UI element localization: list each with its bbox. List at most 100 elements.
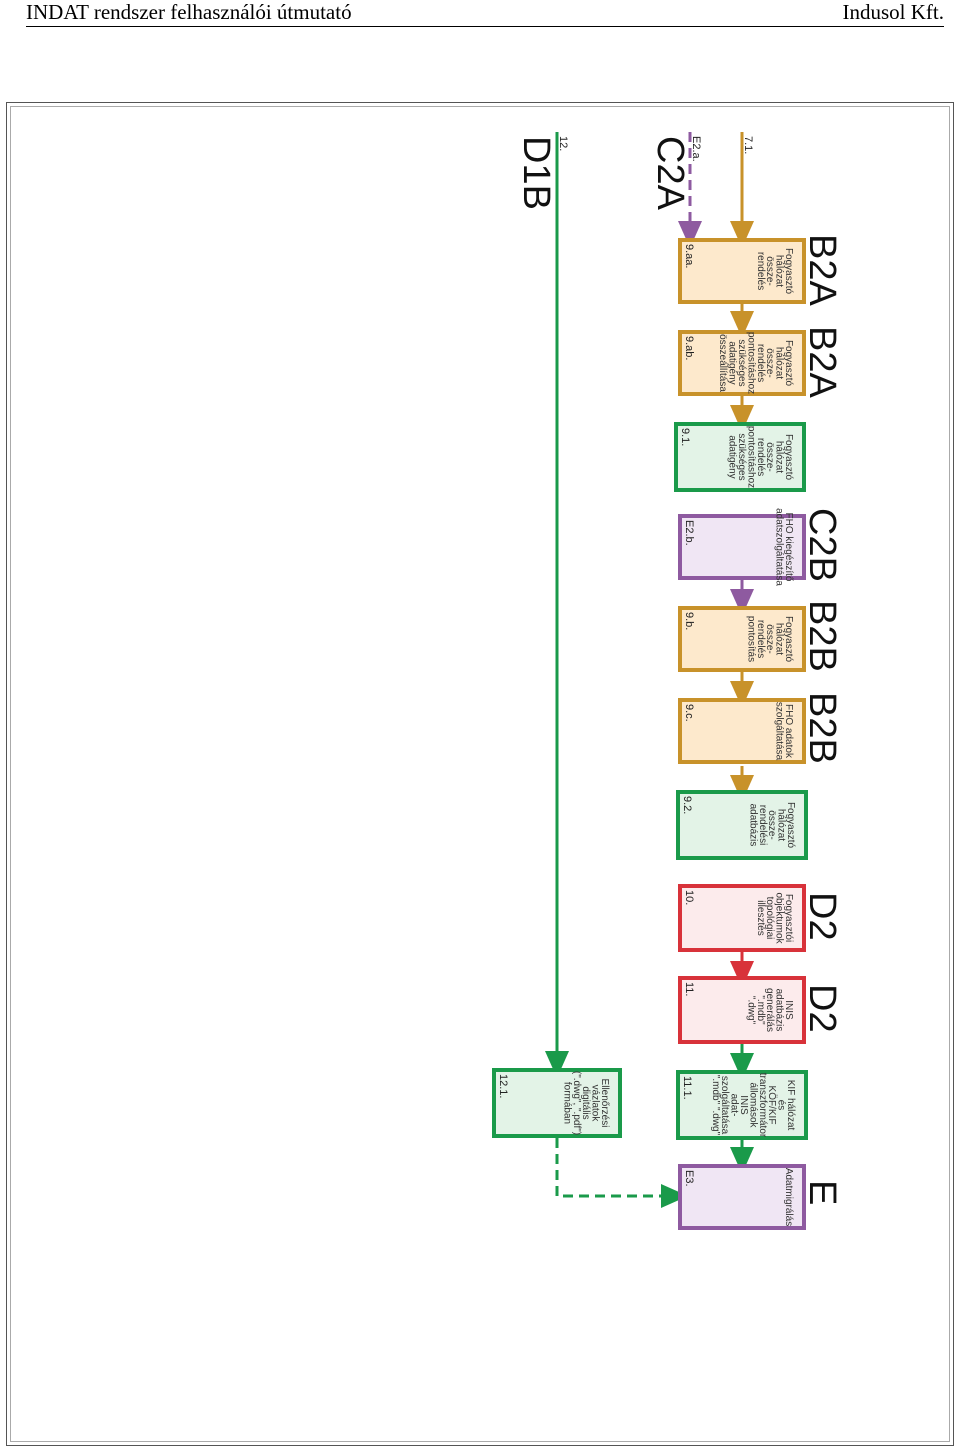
process-box-text: Fogyasztó — [783, 248, 794, 295]
process-box-text: illesztés — [755, 900, 766, 936]
process-box-text: hálózat — [774, 347, 785, 379]
process-box-id: E3. — [683, 1170, 695, 1187]
process-box-text: össze- — [764, 348, 775, 377]
process-box-id: E2.b. — [683, 520, 695, 546]
process-box-text: Fogyasztó — [783, 616, 794, 663]
diagram-frame — [6, 102, 954, 1446]
process-box-frame — [678, 330, 806, 396]
process-box-text: összeállítása — [717, 334, 728, 392]
process-box: Fogyasztóhálózatössze-rendelésiadatbázis… — [676, 790, 808, 860]
process-box-frame — [678, 976, 806, 1044]
process-box-text: FHO kiegészítő — [783, 513, 794, 582]
line-tag-e2a: E2.a. — [690, 136, 702, 162]
process-box-id: 9.1. — [679, 428, 691, 446]
connectors — [545, 132, 754, 1208]
process-box-text: Fogyasztó — [783, 340, 794, 387]
company-name: Indusol Kft. — [842, 0, 945, 24]
process-box-text: adatigény — [727, 435, 738, 478]
process-box-text: (".dwg", ".pdf") — [571, 1071, 582, 1135]
process-box-text: szolgáltatása — [719, 1076, 730, 1135]
arrow-121-e3 — [555, 1138, 688, 1208]
process-box-text: szükséges — [736, 339, 747, 386]
process-box: Fogyasztóhálózatössze-rendeléspontosítás… — [674, 422, 806, 492]
process-box-text: transzformátor — [757, 1073, 768, 1138]
process-box-text: össze- — [764, 624, 775, 653]
line-tag-12: 12. — [557, 136, 569, 151]
side-label-d1b: D1B — [515, 136, 557, 210]
diagram-inner-border — [10, 106, 950, 1442]
process-box-text: formában — [561, 1082, 572, 1124]
process-box-frame — [678, 698, 806, 764]
process-box-text: rendelés — [755, 252, 766, 290]
process-box-text: hálózat — [776, 809, 787, 841]
process-box-text: és — [776, 1100, 787, 1111]
process-box-text: rendelési — [757, 805, 768, 846]
stage-label-b2a-1: B2A — [801, 234, 843, 306]
process-box-frame — [678, 606, 806, 672]
process-box-frame — [678, 238, 806, 304]
process-box-id: 9.b. — [683, 612, 695, 630]
process-box-text: hálózat — [774, 623, 785, 655]
process-box-text: adatigény — [727, 341, 738, 384]
process-box-id: 9.aa. — [683, 244, 695, 268]
process-box-frame — [678, 514, 806, 580]
document-title: INDAT rendszer felhasználói útmutató — [26, 0, 352, 24]
process-box-id: 10. — [683, 890, 695, 905]
process-box-text: topológiai — [764, 897, 775, 940]
process-box-text: Ellenőrzési — [599, 1079, 610, 1128]
process-box-text: KÖF/KIF — [766, 1086, 778, 1125]
process-box-text: Fogyasztói — [783, 894, 794, 942]
process-box-text: hálózat — [774, 441, 785, 473]
process-box-text: KIF hálózat — [785, 1080, 796, 1131]
process-box-text: digitális — [580, 1086, 591, 1119]
process-box: Fogyasztóhálózatössze-rendeléspontosítás… — [678, 606, 806, 672]
stage-label-b2b-2: B2B — [801, 692, 843, 764]
process-box-frame — [676, 1070, 808, 1140]
process-box-id: 9.2. — [681, 796, 693, 814]
process-box-frame — [492, 1068, 622, 1138]
process-box-text: állomások — [747, 1082, 758, 1128]
process-box-text: pontosítás — [745, 616, 756, 662]
process-box-text: szolgáltatása — [774, 702, 785, 761]
stage-label-d2-2: D2 — [801, 984, 843, 1033]
process-box-text: rendelés — [755, 438, 766, 476]
process-box-text: Adatmigrálás — [783, 1168, 794, 1226]
process-box-text: hálózat — [774, 255, 785, 287]
process-box-id: 11. — [683, 982, 695, 996]
process-box-frame — [678, 884, 806, 952]
process-box-text: rendelés — [755, 620, 766, 658]
process-box-text: ".mdb" — [755, 995, 766, 1025]
process-box-text: össze- — [764, 256, 775, 285]
process-box-text: adatbázis — [774, 989, 785, 1032]
stage-label-b2a-2: B2A — [801, 326, 843, 398]
process-box-text: adat- — [729, 1094, 740, 1117]
process-box: Fogyasztóiobjektumoktopológiaiillesztés1… — [678, 884, 806, 952]
process-box-text: Fogyasztó — [783, 434, 794, 481]
process-box-text: ".mdb" ".dwg" — [710, 1075, 721, 1136]
stage-label-d2-1: D2 — [801, 892, 843, 941]
process-box-text: össze- — [764, 442, 775, 471]
process-box-id: 12.1. — [497, 1074, 509, 1098]
process-box-text: adatbázis — [747, 804, 758, 847]
process-box-text: adatszolgáltatása — [774, 508, 785, 586]
process-box: KIF hálózatésKÖF/KIFtranszformátorállomá… — [676, 1070, 808, 1140]
process-box-id: 9.c. — [683, 704, 695, 722]
process-box-text: pontosításhoz — [745, 332, 756, 394]
process-box: Adatmigrálás E3. — [678, 1164, 806, 1230]
process-box: Fogyasztóhálózatössze-rendeléspontosítás… — [678, 330, 806, 396]
process-box-frame — [676, 790, 808, 860]
process-box-text: pontosításhoz — [745, 426, 756, 488]
process-box-text: rendelés — [755, 344, 766, 382]
process-box-text: INIS — [738, 1095, 749, 1115]
process-box-id: 11.1. — [681, 1076, 693, 1100]
process-boxes: Fogyasztóhálózatössze-rendelés9.aa.Fogya… — [492, 238, 808, 1230]
page-header: INDAT rendszer felhasználói útmutató Ind… — [26, 0, 944, 27]
stage-label-c2b: C2B — [801, 508, 843, 582]
line-tag-7-1: 7.1. — [742, 136, 754, 154]
process-box-text: generálás — [764, 988, 775, 1032]
process-box-frame — [674, 422, 806, 492]
